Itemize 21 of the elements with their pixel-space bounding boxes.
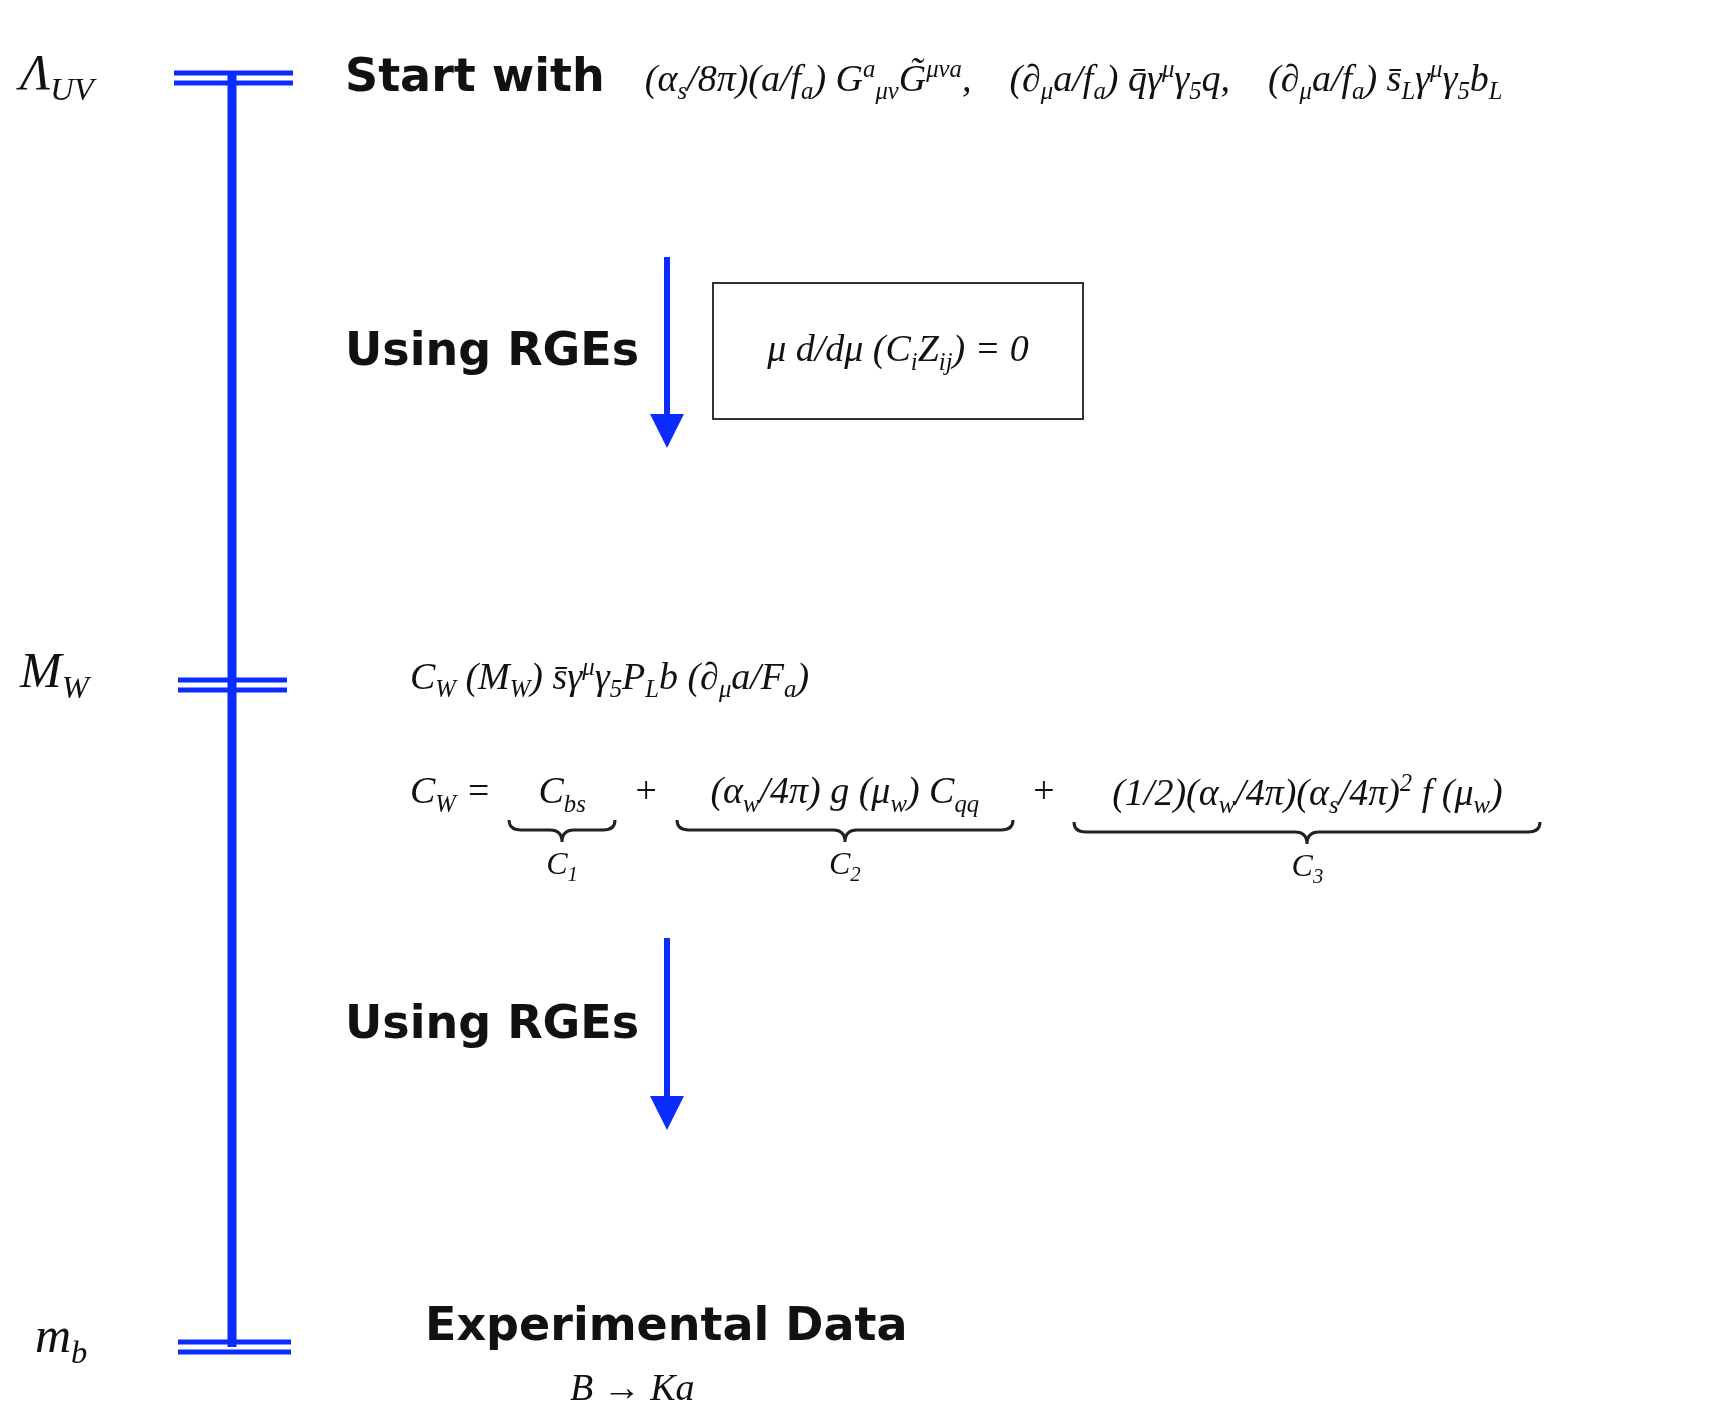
formula: (α$_{w}$/4π) g (μ$_{w}$) C$_{qq}$	[710, 768, 980, 819]
formula-box	[712, 282, 1084, 420]
term-label: C$_{1}$	[546, 844, 578, 888]
formula: C$_{W}$ =	[410, 768, 492, 819]
formula: (α$_{s}$/8π)(a/f$_{a}$) G$^{a}$$_{μν}$G̃$^{μνa}$,	[644, 54, 972, 107]
term-label: C$_{3}$	[1291, 845, 1324, 890]
formula: (∂$_{μ}$a/f$_{a}$) s̄$_{L}$γ$^{μ}$γ$_{5}$b$_{L}$	[1268, 54, 1503, 107]
formula: +	[633, 768, 659, 813]
step-heading: Using RGEs	[345, 995, 640, 1051]
step-heading: Experimental Data	[425, 1297, 908, 1353]
term-label: C$_{2}$	[828, 844, 861, 888]
formula: +	[1030, 768, 1057, 813]
formula: C$_{bs}$	[538, 768, 586, 819]
formula: (1/2)(α$_{w}$/4π)(α$_{s}$/4π)$^{2}$ f (μ$_{w}$)	[1112, 768, 1503, 820]
formula: B → Ka	[570, 1365, 695, 1410]
formula: C$_{W}$ (M$_{W}$) s̄γ$^{μ}$γ$_{5}$P$_{L}$b (∂$_{μ}$a/F$_{a}$)	[410, 652, 810, 704]
step-heading: Using RGEs	[345, 322, 640, 378]
step-heading: Start with	[345, 48, 605, 104]
formula: (∂$_{μ}$a/f$_{a}$) q̄γ$^{μ}$γ$_{5}$q,	[1009, 54, 1231, 107]
scale-label: m$_{b}$	[35, 1306, 88, 1372]
formula: μ d/dμ (C$_{i}$Z$_{ij}$) = 0	[767, 325, 1029, 377]
